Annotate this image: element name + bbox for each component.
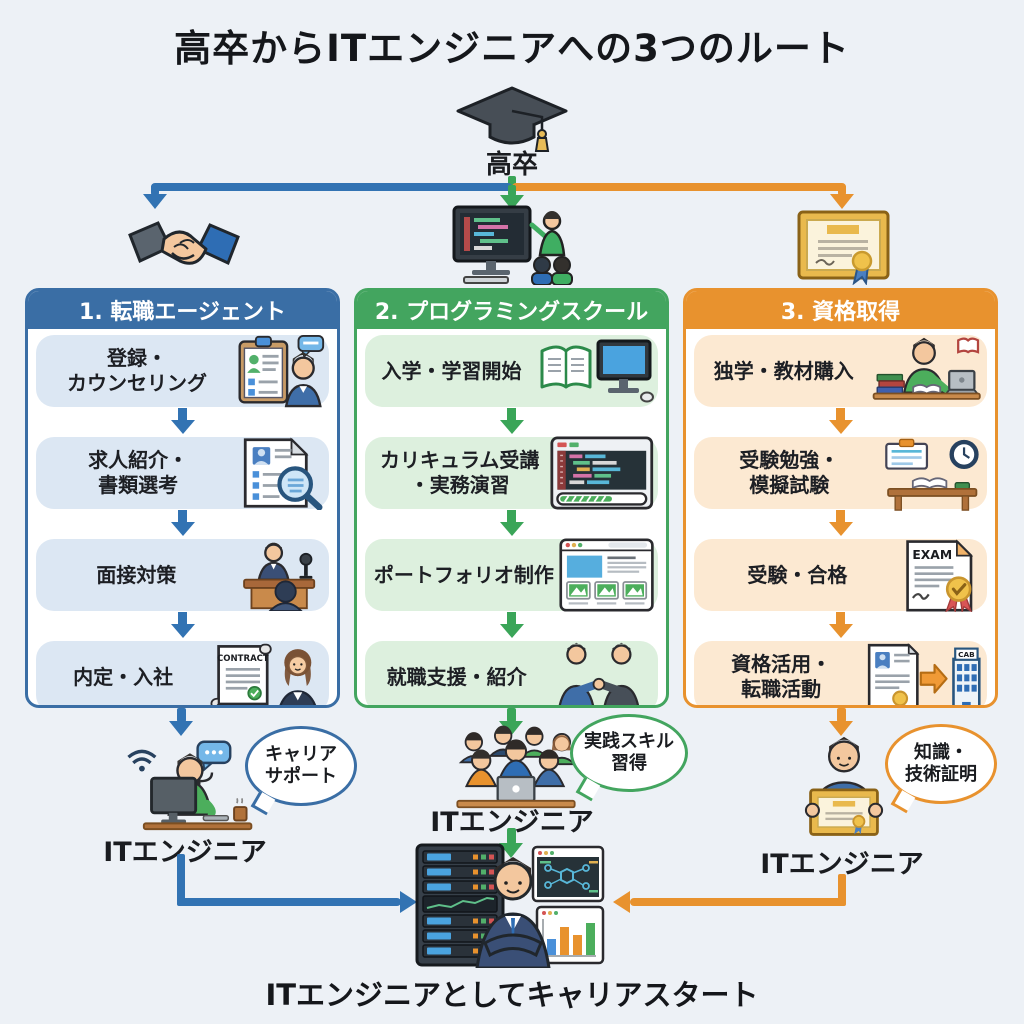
step: ポートフォリオ制作 bbox=[365, 538, 658, 612]
arrow-down-icon bbox=[830, 194, 854, 209]
step: 登録・ カウンセリング bbox=[36, 334, 329, 408]
card-exit-stub-blue bbox=[177, 708, 186, 722]
certificate-to-company-icon: CAB bbox=[864, 640, 983, 705]
bubble-text: 知識・ 技術証明 bbox=[905, 742, 977, 785]
arrow-down-icon bbox=[499, 612, 524, 640]
certificate-holder-icon bbox=[804, 736, 884, 836]
step: 就職支援・紹介 bbox=[365, 641, 658, 705]
speech-bubble: 知識・ 技術証明 bbox=[885, 724, 997, 804]
arrow-down-icon bbox=[828, 510, 853, 538]
mock-exam-desk-icon bbox=[881, 435, 984, 511]
step-label: 内定・入社 bbox=[73, 664, 174, 689]
card-exit-stub-green bbox=[507, 708, 516, 722]
arrow-left-icon bbox=[613, 891, 630, 913]
start-label: 高卒 bbox=[485, 150, 538, 180]
step-label: 求人紹介・ 書類選考 bbox=[88, 448, 189, 497]
step: 求人紹介・ 書類選考 bbox=[36, 436, 329, 510]
step-label: 独学・教材購入 bbox=[713, 358, 854, 383]
arrow-down-icon bbox=[170, 408, 195, 436]
step-label: 登録・ カウンセリング bbox=[66, 346, 207, 395]
branch-line-blue bbox=[151, 183, 512, 191]
arrow-down-icon bbox=[169, 721, 193, 736]
step-label: 受験・合格 bbox=[747, 562, 848, 587]
goal-caption: ITエンジニアとしてキャリアスタート bbox=[265, 978, 759, 1012]
arrow-down-icon bbox=[499, 408, 524, 436]
certificate-icon bbox=[797, 210, 890, 285]
interview-icon bbox=[233, 539, 325, 611]
route-header: 1. 転職エージェント bbox=[28, 291, 337, 329]
page-title: 高卒からITエンジニアへの3つのルート bbox=[174, 27, 850, 70]
step-label: 受験勉強・ 模擬試験 bbox=[739, 448, 840, 497]
branch-drop-orange bbox=[838, 185, 846, 195]
book-monitor-icon bbox=[534, 339, 654, 403]
bubble-text: キャリア サポート bbox=[265, 744, 337, 787]
step-label: 面接対策 bbox=[96, 562, 177, 587]
code-editor-icon bbox=[550, 436, 654, 510]
step-label: 入学・学習開始 bbox=[381, 358, 522, 383]
svg-text:CONTRACT: CONTRACT bbox=[217, 654, 269, 664]
branch-drop-blue bbox=[151, 185, 159, 195]
career-start-icon bbox=[415, 843, 605, 968]
exam-pass-icon: EXAM bbox=[897, 538, 983, 612]
route-header: 2. プログラミングスクール bbox=[357, 291, 666, 329]
result-label: ITエンジニア bbox=[103, 837, 267, 868]
arrow-down-icon bbox=[170, 510, 195, 538]
step: 受験勉強・ 模擬試験 bbox=[694, 435, 987, 511]
step-label: 就職支援・紹介 bbox=[386, 664, 527, 689]
branch-drop-green bbox=[508, 185, 516, 196]
route-card-agent: 1. 転職エージェント 登録・ カウンセリング bbox=[25, 288, 340, 708]
graduation-cap-icon bbox=[456, 86, 568, 152]
arrow-right-icon bbox=[400, 891, 417, 913]
step: 独学・教材購入 bbox=[694, 335, 987, 407]
arrow-down-icon bbox=[499, 843, 523, 858]
svg-text:CAB: CAB bbox=[958, 650, 975, 659]
arrow-down-icon bbox=[829, 721, 853, 736]
step: 入学・学習開始 bbox=[365, 335, 658, 407]
resume-magnifier-icon bbox=[236, 436, 325, 510]
branch-stem-green bbox=[508, 176, 516, 190]
team-laptop-icon bbox=[456, 725, 577, 809]
card-exit-stub-orange bbox=[837, 708, 846, 722]
contract-icon: CONTRACT bbox=[206, 641, 325, 705]
route-card-certification: 3. 資格取得 独学・教材購入 bbox=[683, 288, 998, 708]
merge-line-green-v bbox=[507, 828, 516, 844]
bubble-text: 実践スキル 習得 bbox=[584, 731, 674, 774]
step-label: カリキュラム受講 ・実務演習 bbox=[380, 448, 540, 497]
step-label: 資格活用・ 転職活動 bbox=[731, 652, 832, 701]
merge-line-orange-v bbox=[838, 874, 846, 906]
step: カリキュラム受講 ・実務演習 bbox=[365, 436, 658, 510]
merge-line-blue-v bbox=[177, 854, 185, 906]
arrow-down-icon bbox=[143, 194, 167, 209]
step: 受験・合格 EXAM bbox=[694, 538, 987, 612]
step: 資格活用・ 転職活動 CAB bbox=[694, 640, 987, 705]
step-label: ポートフォリオ制作 bbox=[373, 562, 554, 587]
step: 内定・入社 CONTRACT bbox=[36, 641, 329, 705]
arrow-down-icon bbox=[499, 510, 524, 538]
portfolio-site-icon bbox=[559, 538, 654, 612]
handshake-people-icon bbox=[544, 641, 654, 705]
arrow-down-icon bbox=[828, 612, 853, 640]
engineer-at-desk-icon bbox=[127, 740, 253, 831]
step: 面接対策 bbox=[36, 539, 329, 611]
speech-bubble: 実践スキル 習得 bbox=[570, 714, 688, 792]
route-card-school: 2. プログラミングスクール 入学・学習開始 bbox=[354, 288, 669, 708]
svg-text:EXAM: EXAM bbox=[912, 548, 952, 562]
speech-bubble: キャリア サポート bbox=[245, 726, 357, 806]
counseling-clipboard-icon bbox=[234, 334, 325, 408]
arrow-down-icon bbox=[828, 408, 853, 436]
classroom-monitor-icon bbox=[452, 205, 573, 285]
self-study-icon bbox=[870, 335, 983, 407]
handshake-icon bbox=[128, 221, 240, 266]
branch-line-orange bbox=[512, 183, 846, 191]
route-header: 3. 資格取得 bbox=[686, 291, 995, 329]
merge-line-orange-h bbox=[630, 898, 846, 906]
arrow-down-icon bbox=[170, 612, 195, 640]
merge-line-blue-h bbox=[177, 898, 401, 906]
